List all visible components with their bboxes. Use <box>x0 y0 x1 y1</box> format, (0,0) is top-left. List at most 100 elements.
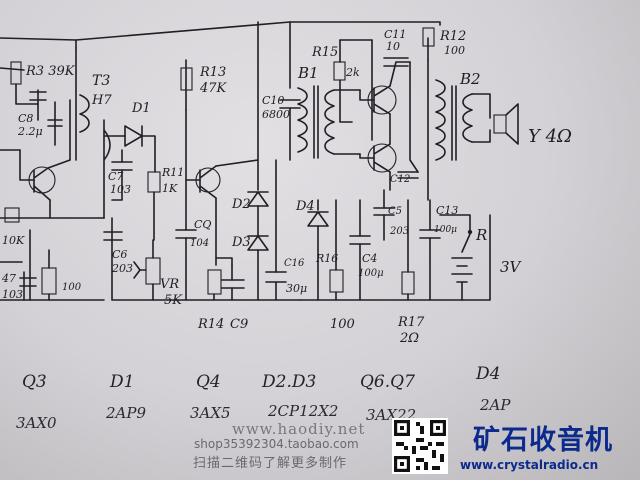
watermark-shop: shop35392304.taobao.com <box>194 437 359 451</box>
label-r12-val: 100 <box>444 44 465 57</box>
capacitor-c9 <box>221 279 245 289</box>
label-r: R <box>475 226 487 244</box>
label-c4-val: 100μ <box>358 268 384 279</box>
component-labels: R3 39K T3 H7 C8 2.2μ D1 R13 47K C7 103 R… <box>1 28 572 346</box>
label-c16-val: 30μ <box>286 282 307 295</box>
speaker-cone <box>505 103 519 145</box>
label-r-left: 10K <box>2 234 25 247</box>
capacitor-c6 <box>103 231 123 241</box>
part-name: Q3 <box>22 372 47 392</box>
label-r10-val: 100 <box>62 282 82 293</box>
qr-code <box>392 418 448 474</box>
label-c10-val: 6800 <box>262 108 290 121</box>
label-r15: R15 <box>311 45 338 60</box>
label-d2: D2 <box>231 197 251 212</box>
part-name: D4 <box>476 364 501 384</box>
part-name: D1 <box>110 372 135 392</box>
label-c5-val: 203 <box>389 226 409 237</box>
resistor-r12 <box>422 27 435 47</box>
label-r17: R17 <box>397 315 425 330</box>
label-c6: C6 <box>112 248 127 261</box>
label-r3: R3 39K <box>25 64 76 79</box>
label-d4: D4 <box>295 199 315 214</box>
capacitor-c16 <box>265 271 287 283</box>
label-r11-val: 1K <box>162 182 178 195</box>
switch-r <box>461 233 471 253</box>
coil-h7 <box>103 129 111 161</box>
label-r12: R12 <box>439 29 466 44</box>
potentiometer-vr <box>145 257 161 285</box>
capacitor-c-left <box>19 271 37 301</box>
label-c16: C16 <box>284 258 305 269</box>
part-model: 2AP <box>480 396 511 414</box>
diode-d4 <box>307 211 329 227</box>
brand-logo-text: 矿石收音机 <box>473 425 613 456</box>
label-r16-val: 100 <box>330 317 355 332</box>
qr-code-graphic <box>392 418 448 474</box>
label-c6-val: 203 <box>111 262 133 275</box>
label-c11: C11 <box>384 28 406 41</box>
part-name: Q4 <box>196 372 221 392</box>
part-model: 2CP12X2 <box>268 402 339 420</box>
part-name: Q6.Q7 <box>360 372 415 392</box>
label-d1: D1 <box>131 101 151 116</box>
label-c13: C13 <box>436 204 458 217</box>
label-r13-val: 47K <box>199 81 228 96</box>
coil-t3 <box>79 94 90 133</box>
diode-d2 <box>247 191 269 207</box>
label-r16: R16 <box>315 252 338 265</box>
capacitor-c12 <box>397 171 419 179</box>
label-c4: C4 <box>362 252 377 265</box>
label-c13-val: 100μ <box>434 225 457 235</box>
label-speaker: Y 4Ω <box>528 126 572 147</box>
label-c7-val: 103 <box>110 183 131 196</box>
transformer-b2-primary <box>435 79 446 161</box>
resistor-r10 <box>41 267 57 295</box>
transformer-b1-primary <box>297 87 308 153</box>
resistor-r11 <box>147 171 161 193</box>
label-c12: C12 <box>390 174 410 185</box>
part-name: D2.D3 <box>262 372 317 392</box>
label-h7: H7 <box>91 93 112 108</box>
label-c11-val: 10 <box>386 40 400 53</box>
resistor-r3 <box>10 61 22 85</box>
label-cq: CQ <box>194 218 211 231</box>
label-vr-val: 5K <box>164 293 183 308</box>
label-c10: C10 <box>262 94 284 107</box>
label-cq-val: 104 <box>190 238 209 249</box>
brand-url: www.crystalradio.cn <box>460 458 599 472</box>
battery-3v <box>451 257 473 283</box>
label-t3: T3 <box>92 73 110 89</box>
part-model: 3AX5 <box>190 404 231 422</box>
resistor-r13 <box>180 67 193 91</box>
label-r13: R13 <box>199 65 226 80</box>
resistor-r17 <box>401 271 415 295</box>
label-r15-val: 2k <box>345 66 360 79</box>
resistor-r14 <box>207 269 222 295</box>
capacitor-c11 <box>383 57 409 67</box>
resistor-r16 <box>329 269 344 293</box>
q4-stage <box>75 21 301 301</box>
output-stage <box>279 21 519 301</box>
capacitor-c4 <box>349 235 371 245</box>
capacitor-c8 <box>175 229 197 239</box>
label-c9: C9 <box>230 317 248 332</box>
resistor-left <box>4 207 20 223</box>
label-c7: C7 <box>108 170 123 183</box>
transformer-b2-secondary <box>462 93 473 143</box>
label-c-left: 47 <box>1 272 16 285</box>
diode-d3 <box>247 235 269 251</box>
capacitor-c8-left <box>29 91 47 101</box>
resistor-r15 <box>333 61 346 81</box>
speaker-body <box>493 114 507 134</box>
label-c8-left: C8 <box>18 112 33 125</box>
diode-d1 <box>124 125 143 147</box>
label-c8-left-val: 2.2μ <box>17 125 43 138</box>
label-r17-val: 2Ω <box>399 331 419 346</box>
label-r11: R11 <box>161 166 184 179</box>
capacitor-c7 <box>111 161 133 171</box>
watermark-scan: 扫描二维码了解更多制作 <box>193 456 348 471</box>
label-d3: D3 <box>231 235 251 250</box>
label-b2: B2 <box>459 70 481 88</box>
